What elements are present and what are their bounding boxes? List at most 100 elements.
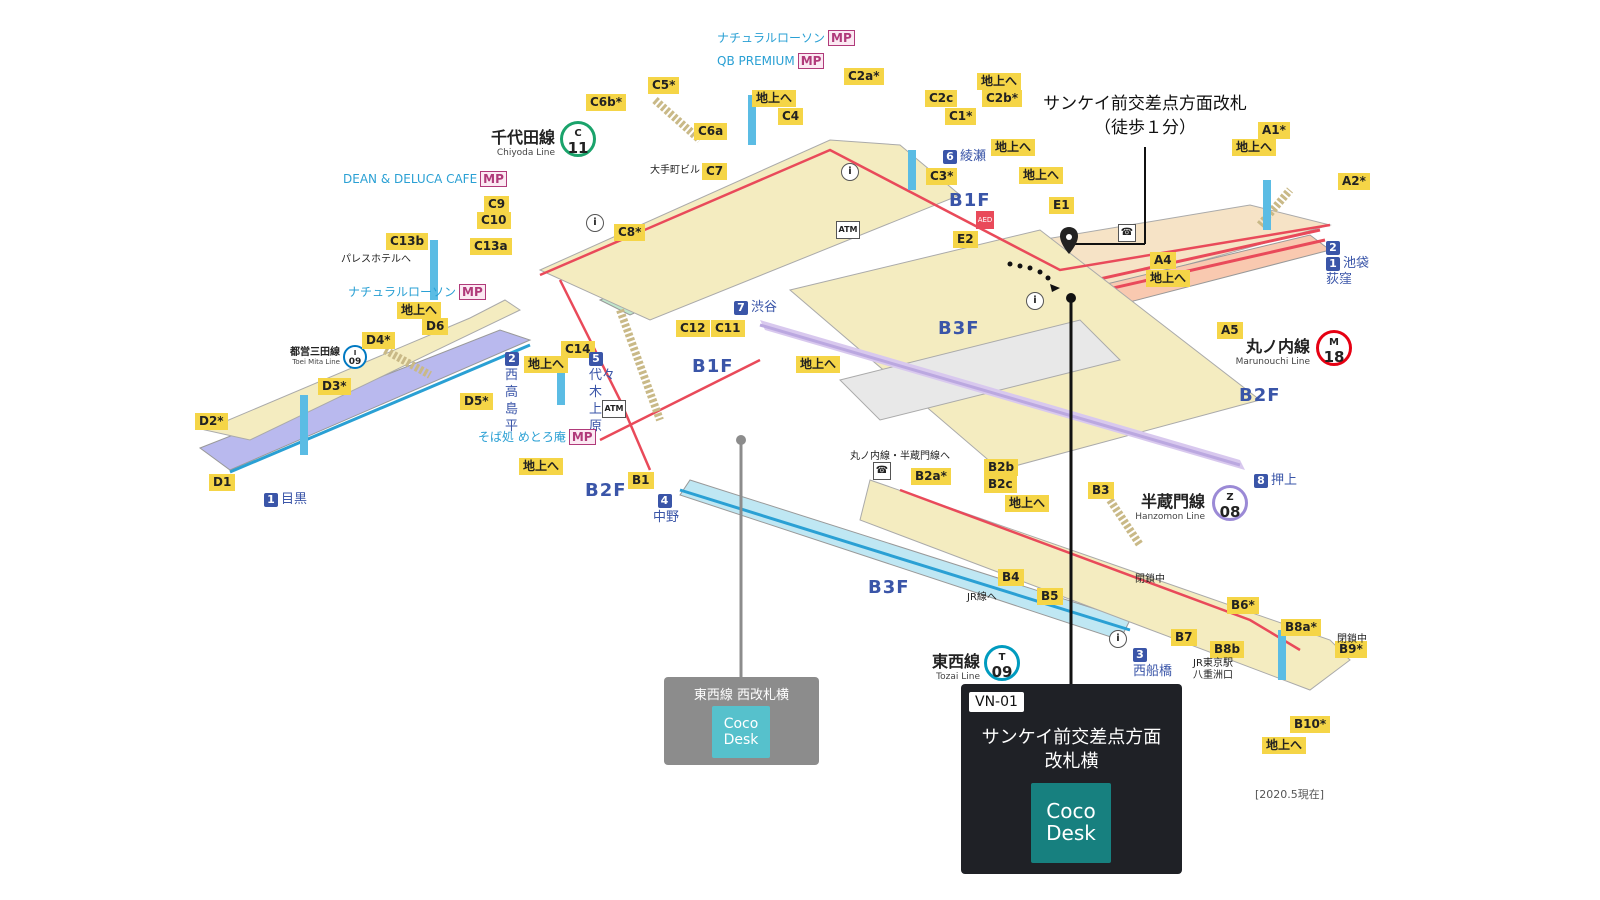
jr-line-label: JR線へ [967, 592, 997, 603]
exit-B2a[interactable]: B2a* [911, 468, 951, 485]
phone-icon: ☎ [1118, 224, 1136, 242]
coco-desk-card-west[interactable]: 東西線 西改札横 Coco Desk [664, 677, 819, 765]
to-surface-12[interactable]: 地上へ [1262, 737, 1307, 754]
to-surface-3[interactable]: 地上へ [991, 139, 1036, 156]
exit-C9[interactable]: C9 [484, 196, 510, 213]
exit-C5[interactable]: C5* [648, 77, 680, 94]
floor-b2f-right: B2F [1239, 385, 1281, 406]
exit-C13b[interactable]: C13b [386, 233, 429, 250]
floor-b2f-left: B2F [585, 480, 627, 501]
to-surface-1[interactable]: 地上へ [977, 73, 1022, 90]
exit-D4[interactable]: D4* [362, 332, 395, 349]
exit-C2c[interactable]: C2c [925, 90, 958, 107]
closed-label-1: 閉鎖中 [1135, 574, 1165, 585]
to-surface-6[interactable]: 地上へ [1146, 270, 1191, 287]
to-surface-11[interactable]: 地上へ [1005, 495, 1050, 512]
exit-C6b[interactable]: C6b* [586, 94, 627, 111]
tozai-line-label: 東西線 Tozai Line [931, 652, 980, 682]
exit-B8a[interactable]: B8a* [1281, 619, 1321, 636]
exit-E1[interactable]: E1 [1049, 197, 1074, 214]
exit-C11[interactable]: C11 [711, 320, 745, 337]
coco-desk-card-vn01[interactable]: VN-01 サンケイ前交差点方面 改札横 Coco Desk [961, 684, 1182, 874]
exit-C13a[interactable]: C13a [470, 238, 512, 255]
closed-label-2: 閉鎖中 [1337, 634, 1367, 645]
to-surface-4[interactable]: 地上へ [1019, 167, 1064, 184]
exit-D5[interactable]: D5* [460, 393, 493, 410]
coco-desk-logo: Coco Desk [712, 706, 770, 758]
transfer-label: 丸ノ内線・半蔵門線へ [850, 451, 950, 462]
vn-card-title: サンケイ前交差点方面 改札横 [981, 727, 1162, 772]
exit-C4[interactable]: C4 [778, 108, 804, 125]
exit-C2a[interactable]: C2a* [844, 68, 884, 85]
info-icon: i [1109, 630, 1127, 648]
exit-A1[interactable]: A1* [1258, 122, 1290, 139]
exit-C6a[interactable]: C6a [694, 123, 728, 140]
phone-icon: ☎ [873, 462, 891, 480]
jr-tokyo-label: JR東京駅八重洲口 [1193, 658, 1233, 681]
exit-D1[interactable]: D1 [209, 474, 236, 491]
vn-code-badge: VN-01 [969, 692, 1024, 712]
hanzomon-line-label: 半蔵門線 Hanzomon Line [1135, 492, 1205, 522]
exit-B3[interactable]: B3 [1088, 482, 1114, 499]
floor-b3f-mid: B3F [938, 318, 980, 339]
exit-C14[interactable]: C14 [561, 341, 595, 358]
coco-desk-logo: Coco Desk [1031, 783, 1111, 863]
exit-B7[interactable]: B7 [1171, 629, 1197, 646]
exit-B2c[interactable]: B2c [984, 476, 1017, 493]
exit-B8b[interactable]: B8b [1210, 641, 1245, 658]
exit-D3[interactable]: D3* [318, 378, 351, 395]
exit-C3[interactable]: C3* [926, 168, 958, 185]
exit-B6[interactable]: B6* [1227, 597, 1259, 614]
exit-B5[interactable]: B5 [1037, 588, 1063, 605]
floor-b1f-left: B1F [692, 356, 734, 377]
floor-b3f-low: B3F [868, 577, 910, 598]
marunouchi-line-label: 丸ノ内線 Marunouchi Line [1235, 337, 1310, 367]
to-surface-2[interactable]: 地上へ [752, 90, 797, 107]
exit-C12[interactable]: C12 [676, 320, 710, 337]
to-surface-7[interactable]: 地上へ [796, 356, 841, 373]
exit-A5[interactable]: A5 [1217, 322, 1243, 339]
exit-B4[interactable]: B4 [998, 569, 1024, 586]
exit-D2[interactable]: D2* [195, 413, 228, 430]
exit-B2b[interactable]: B2b [984, 459, 1019, 476]
exit-C7[interactable]: C7 [702, 163, 728, 180]
exit-C8[interactable]: C8* [614, 224, 646, 241]
mita-line-label: 都営三田線 Toei Mita Line [290, 347, 340, 366]
to-surface-9[interactable]: 地上へ [524, 356, 569, 373]
date-label: [2020.5現在] [1255, 788, 1325, 801]
exit-B10[interactable]: B10* [1290, 716, 1331, 733]
exit-B9[interactable]: B9* [1335, 641, 1367, 658]
chiyoda-line-label: 千代田線 Chiyoda Line [490, 128, 555, 158]
info-icon: i [586, 214, 604, 232]
exit-C2b[interactable]: C2b* [982, 90, 1023, 107]
exit-A4[interactable]: A4 [1150, 252, 1176, 269]
to-surface-8[interactable]: 地上へ [397, 302, 442, 319]
b3f-hall [839, 319, 1121, 421]
to-surface-5[interactable]: 地上へ [1232, 139, 1277, 156]
exit-C1[interactable]: C1* [945, 108, 977, 125]
exit-C10[interactable]: C10 [477, 212, 511, 229]
callout-title: サンケイ前交差点方面改札 （徒歩１分） [1043, 94, 1247, 138]
atm-icon: ATM [602, 400, 626, 418]
exit-E2[interactable]: E2 [953, 231, 978, 248]
to-surface-10[interactable]: 地上へ [519, 458, 564, 475]
atm-icon: ATM [836, 221, 860, 239]
otemachi-bldg-label: 大手町ビル [650, 165, 700, 176]
aed-icon: AED [976, 211, 994, 229]
exit-D6[interactable]: D6 [422, 318, 449, 335]
exit-A2[interactable]: A2* [1338, 173, 1370, 190]
palace-hotel-label: パレスホテルへ [341, 254, 411, 265]
exit-B1[interactable]: B1 [628, 472, 654, 489]
